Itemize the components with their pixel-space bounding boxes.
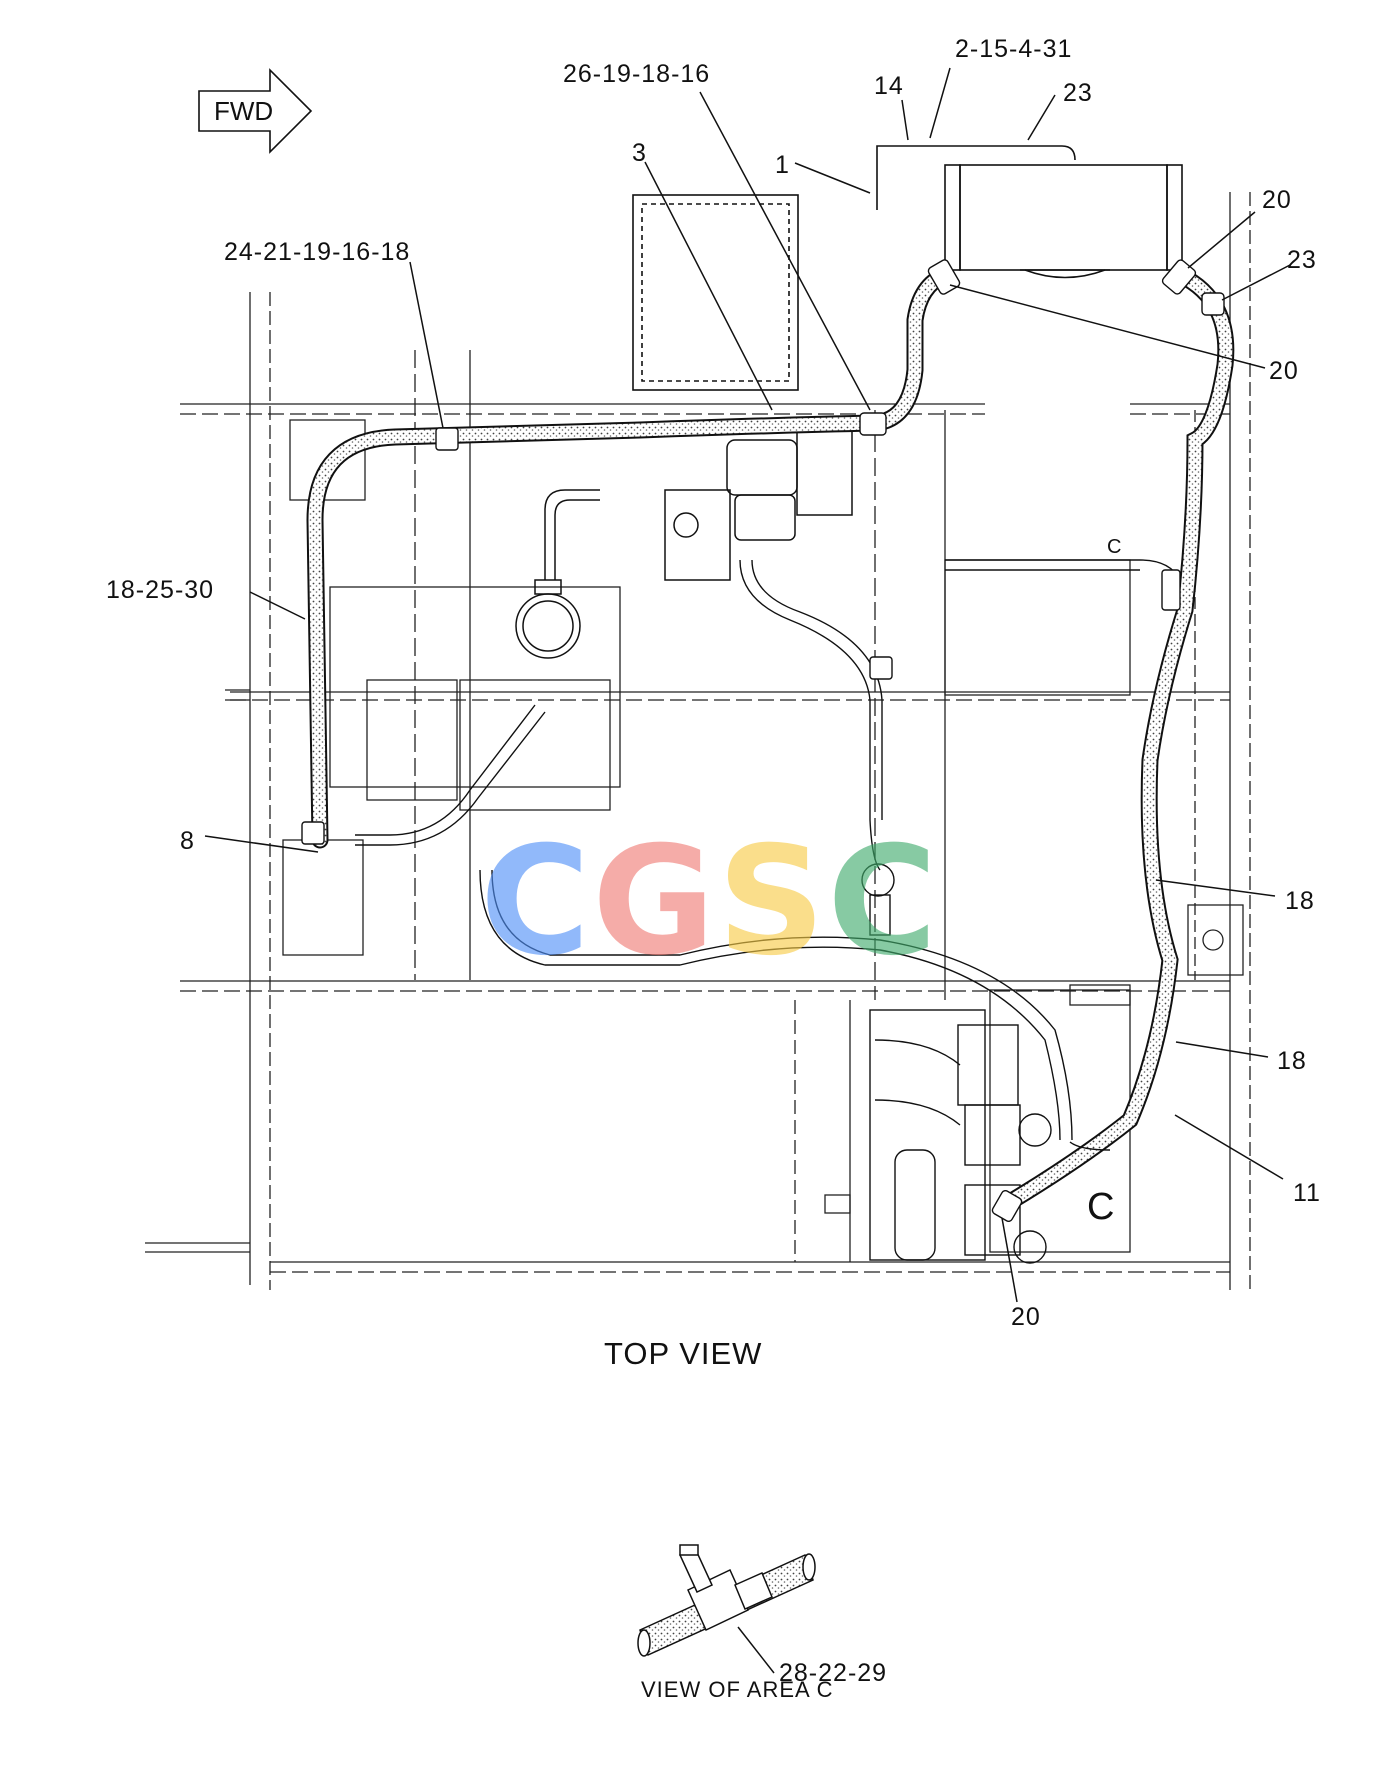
callout-23-top: 23 xyxy=(1063,79,1093,107)
watermark-letter: S xyxy=(717,815,828,989)
watermark-letter: G xyxy=(592,815,718,989)
callout-14: 14 xyxy=(874,72,904,100)
callout-3: 3 xyxy=(632,139,647,167)
callout-11: 11 xyxy=(1293,1179,1321,1207)
callout-23-right: 23 xyxy=(1287,246,1317,274)
callout-18-upper: 18 xyxy=(1285,887,1315,915)
motor-group xyxy=(861,863,1052,1264)
callout-26-19-18-16: 26-19-18-16 xyxy=(563,60,711,88)
callout-18-lower: 18 xyxy=(1277,1047,1307,1075)
callout-24-21-19-16-18: 24-21-19-16-18 xyxy=(224,238,411,266)
hose-lines xyxy=(306,266,1235,1214)
leader-lines xyxy=(204,67,1291,1674)
filter-assembly xyxy=(664,429,853,581)
fwd-arrow xyxy=(198,68,313,154)
callout-18-25-30: 18-25-30 xyxy=(106,576,215,604)
fwd-label: FWD xyxy=(214,96,274,126)
control-box xyxy=(632,194,799,391)
pump-assembly xyxy=(515,489,600,659)
callout-20-bottom: 20 xyxy=(1011,1303,1041,1331)
callout-20-right-mid: 20 xyxy=(1269,357,1299,385)
callout-28-22-29: 28-22-29 xyxy=(779,1659,888,1687)
callout-2-15-4-31: 2-15-4-31 xyxy=(955,35,1073,63)
detail-fitting xyxy=(637,1544,816,1657)
detail-view-title: VIEW OF AREA C xyxy=(641,1677,834,1702)
area-c-marker-small: C xyxy=(1107,536,1123,558)
watermark-letter: C xyxy=(827,815,940,989)
cooler-unit xyxy=(876,145,1183,279)
callout-1: 1 xyxy=(775,151,790,179)
top-view-title: TOP VIEW xyxy=(604,1336,763,1371)
fittings xyxy=(301,259,1225,1222)
frame-structure xyxy=(145,192,1251,1290)
watermark-letter: C xyxy=(480,815,593,989)
area-c-marker: C xyxy=(1087,1186,1116,1228)
watermark: CGSC xyxy=(480,815,939,989)
callout-8: 8 xyxy=(180,827,195,855)
callout-20-right-top: 20 xyxy=(1262,186,1292,214)
